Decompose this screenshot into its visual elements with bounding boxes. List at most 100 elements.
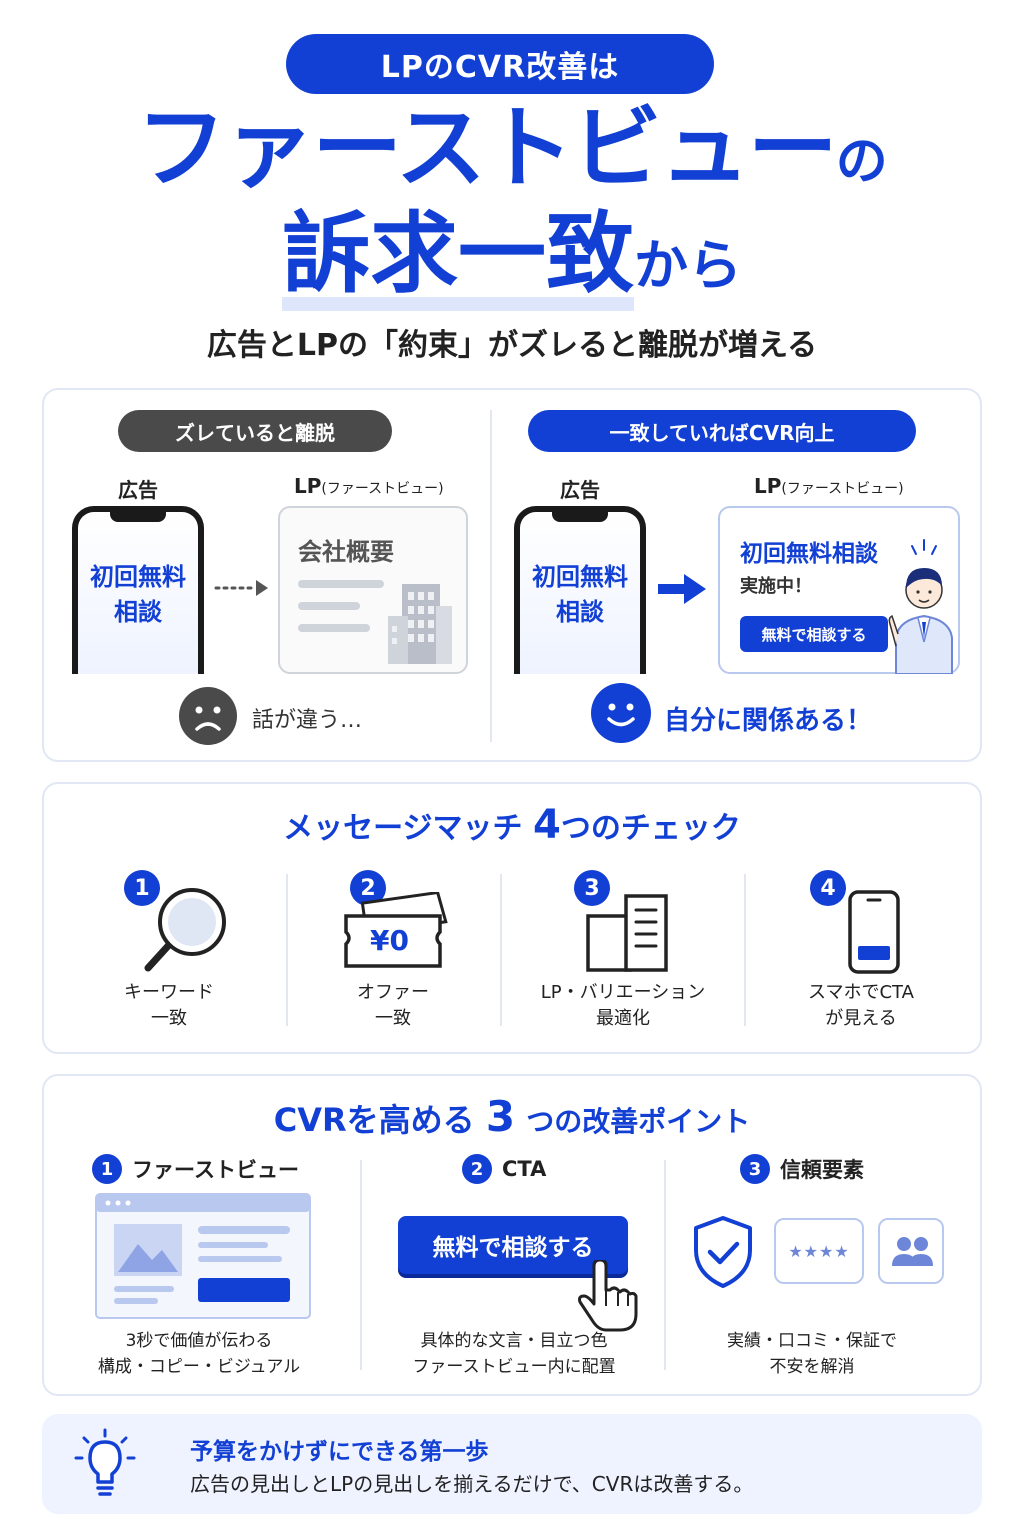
dotted-arrow-icon — [214, 580, 268, 596]
bad-lp-preview: 会社概要 — [278, 506, 468, 674]
point-desc-2-line1: 具体的な文言・目立つ色 — [420, 1331, 608, 1351]
magnifier-icon — [144, 888, 226, 972]
placeholder-line — [298, 624, 370, 632]
pages-icon — [586, 894, 668, 972]
title-suffix: の — [835, 132, 888, 192]
check-label-4-line1: スマホでCTA — [808, 982, 914, 1003]
building-icon — [388, 584, 452, 664]
point-head-1-text: ファーストビュー — [132, 1158, 299, 1182]
header-pill: LPのCVR改善は — [286, 34, 714, 94]
check-label-2-line1: オファー — [357, 982, 429, 1003]
bad-phone-text-2: 相談 — [114, 597, 162, 626]
title-highlight: 訴求一致 — [281, 202, 634, 305]
check-number-1: 1 — [124, 870, 160, 906]
good-lp-label: LP(ファーストビュー) — [754, 474, 904, 498]
cta-sample-button[interactable]: 無料で相談する — [398, 1216, 628, 1274]
arrow-right-icon — [658, 574, 706, 604]
point-divider — [360, 1160, 362, 1370]
sad-face-icon — [179, 687, 237, 745]
point-desc-2: 具体的な文言・目立つ色 ファーストビュー内に配置 — [374, 1328, 654, 1381]
good-lp-sub: 実施中！ — [740, 576, 812, 597]
comparison-card: ズレていると離脱 広告 LP(ファーストビュー) 初回無料 相談 会社概要 — [42, 388, 982, 762]
bad-phone-text-1: 初回無料 — [90, 563, 186, 591]
check-divider — [744, 874, 746, 1026]
check-label-4-line2: が見える — [825, 1008, 897, 1030]
placeholder-line — [298, 602, 360, 610]
points-title: CVRを高める 3 つの改善ポイント — [44, 1092, 980, 1141]
good-ad-phone: 初回無料 相談 — [514, 506, 646, 674]
good-phone-text-1: 初回無料 — [532, 563, 628, 591]
point-desc-2-line2: ファーストビュー内に配置 — [412, 1357, 616, 1378]
checks-title: メッセージマッチ 4つのチェック — [44, 802, 980, 848]
shield-check-icon — [694, 1216, 752, 1288]
message-match-card: メッセージマッチ 4つのチェック 1 キーワード 一致 2 ¥0 オファー 一致… — [42, 782, 982, 1054]
checks-title-b: つのチェック — [560, 811, 741, 846]
match-tag: 一致していればCVR向上 — [528, 410, 916, 452]
point-head-3-text: 信頼要素 — [780, 1158, 864, 1182]
good-lp-cta-button[interactable]: 無料で相談する — [740, 616, 888, 652]
good-lp-heading: 初回無料相談 — [740, 541, 878, 567]
stars-icon: ★★★★ — [788, 1241, 850, 1261]
check-label-1-line2: 一致 — [151, 1008, 187, 1030]
bad-lp-label-main: LP — [294, 474, 322, 498]
point-desc-3-line2: 不安を解消 — [769, 1357, 855, 1378]
check-number-3: 3 — [574, 870, 610, 906]
bad-lp-heading: 会社概要 — [298, 538, 394, 566]
bad-reaction: 話が違う… — [252, 708, 363, 733]
page-title-line1: ファーストビューの — [0, 104, 1024, 194]
bad-lp-label: LP(ファーストビュー) — [294, 474, 444, 498]
pointer-hand-icon — [578, 1260, 638, 1332]
check-label-4: スマホでCTA が見える — [766, 980, 956, 1032]
good-lp-label-sub: (ファーストビュー) — [781, 481, 904, 497]
check-label-3: LP・バリエーション 最適化 — [518, 980, 728, 1032]
bad-lp-label-sub: (ファーストビュー) — [321, 481, 444, 497]
mismatch-tag: ズレていると離脱 — [118, 410, 392, 452]
check-label-2-line2: 一致 — [375, 1008, 411, 1030]
improvement-points-card: CVRを高める 3 つの改善ポイント 1 ファーストビュー 3秒で価値が伝わる … — [42, 1074, 982, 1396]
phone-notch — [552, 510, 608, 522]
check-divider — [500, 874, 502, 1026]
bad-ad-label: 広告 — [118, 478, 158, 502]
good-reaction: 自分に関係ある！ — [664, 706, 873, 736]
check-label-1-line1: キーワード — [124, 982, 214, 1003]
point-head-1: 1 ファーストビュー — [92, 1154, 299, 1184]
smile-face-icon — [591, 683, 651, 743]
checks-title-a: メッセージマッチ — [283, 811, 523, 846]
comparison-divider — [490, 410, 492, 742]
check-divider — [286, 874, 288, 1026]
page-subtitle: 広告とLPの「約束」がズレると離脱が増える — [206, 328, 818, 363]
good-lp-label-main: LP — [754, 474, 782, 498]
points-title-a: CVRを高める — [273, 1101, 475, 1139]
point-number-2: 2 — [462, 1154, 492, 1184]
good-phone-text: 初回無料 相談 — [520, 560, 640, 630]
point-head-2: 2 CTA — [462, 1154, 546, 1184]
placeholder-line — [298, 580, 384, 588]
tip-text: 広告の見出しとLPの見出しを揃えるだけで、CVRは改善する。 — [190, 1472, 754, 1496]
tip-banner: 予算をかけずにできる第一歩 広告の見出しとLPの見出しを揃えるだけで、CVRは改… — [42, 1414, 982, 1514]
check-label-2: オファー 一致 — [308, 980, 478, 1032]
point-number-1: 1 — [92, 1154, 122, 1184]
checks-title-num: 4 — [533, 802, 561, 848]
review-stars-card: ★★★★ — [774, 1218, 864, 1284]
users-card — [878, 1218, 944, 1284]
points-title-num: 3 — [485, 1092, 516, 1141]
check-label-3-line2: 最適化 — [596, 1008, 650, 1030]
check-number-4: 4 — [810, 870, 846, 906]
businessman-icon — [888, 539, 953, 674]
good-phone-text-2: 相談 — [556, 597, 604, 626]
points-title-b: つの改善ポイント — [526, 1105, 751, 1138]
point-number-3: 3 — [740, 1154, 770, 1184]
point-head-3: 3 信頼要素 — [740, 1154, 864, 1184]
browser-mockup-icon — [95, 1193, 311, 1319]
check-label-1: キーワード 一致 — [84, 980, 254, 1032]
point-desc-1-line2: 構成・コピー・ビジュアル — [97, 1357, 301, 1378]
phone-notch — [110, 510, 166, 522]
point-divider — [664, 1160, 666, 1370]
point-desc-3: 実績・口コミ・保証で 不安を解消 — [684, 1328, 940, 1381]
smartphone-icon — [848, 890, 900, 974]
ticket-text: ¥0 — [370, 924, 409, 957]
tip-title: 予算をかけずにできる第一歩 — [190, 1439, 489, 1465]
bad-phone-text: 初回無料 相談 — [78, 560, 198, 630]
page-title-line2: 訴求一致から — [0, 210, 1024, 298]
point-head-2-text: CTA — [502, 1157, 547, 1181]
